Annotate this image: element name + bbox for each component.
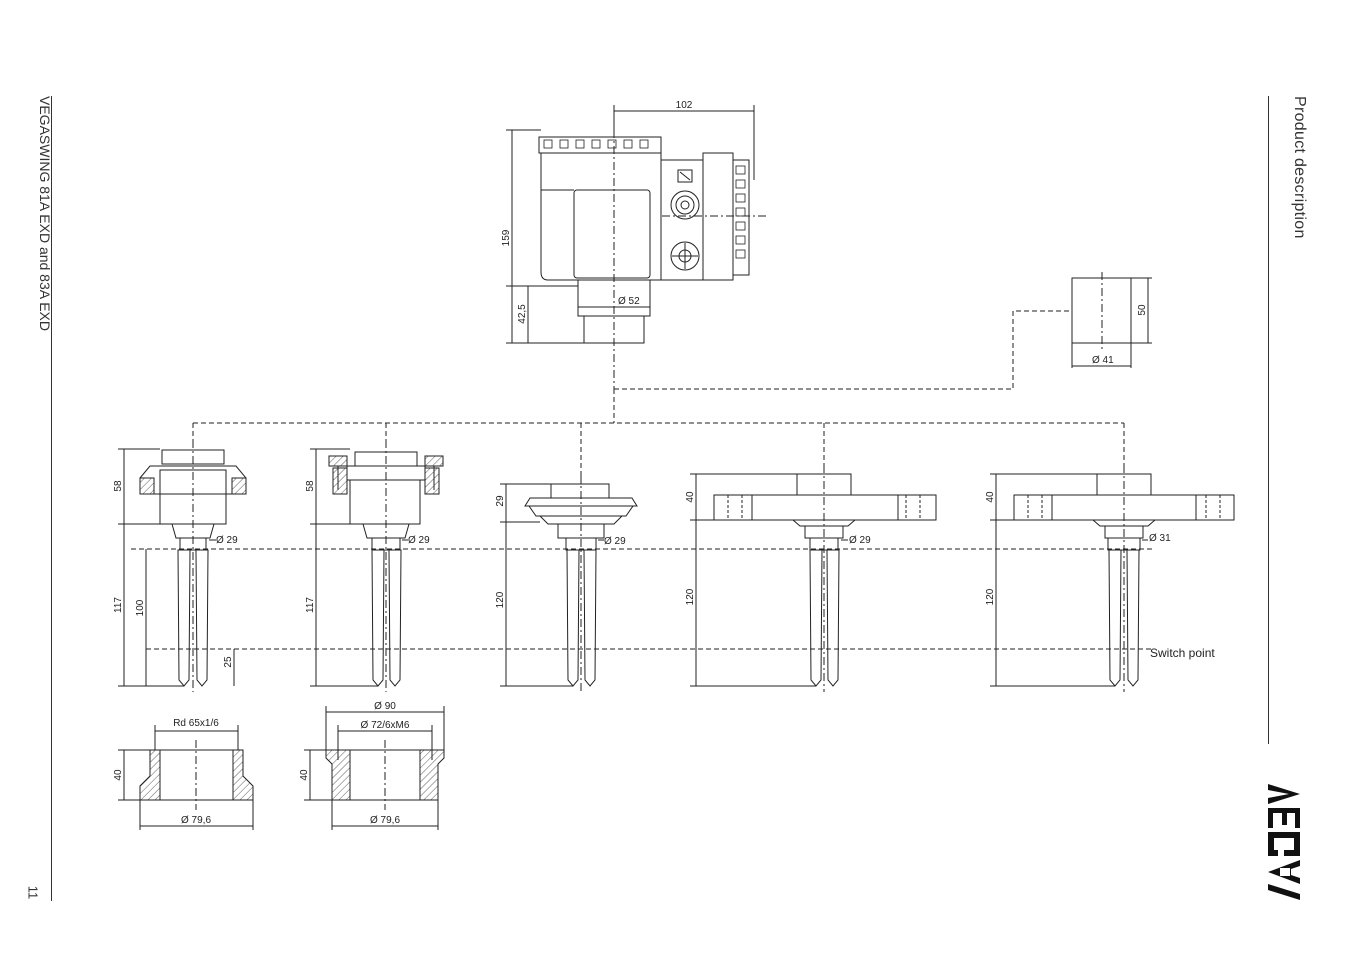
adapter-1-height: 40 xyxy=(113,769,124,781)
connection-lines xyxy=(131,389,1152,650)
neck-height-label: 42,5 xyxy=(517,304,528,324)
adapter-2-bottom-label: Ø 79,6 xyxy=(370,815,400,826)
version-5-diameter: Ø 31 xyxy=(1149,533,1171,544)
version-1-diameter: Ø 29 xyxy=(216,535,238,546)
version-1-height: 58 xyxy=(113,480,124,492)
housing-height-label: 159 xyxy=(501,229,512,246)
housing-width-label: 102 xyxy=(676,100,693,111)
version-5-length: 120 xyxy=(985,588,996,605)
extension-height-label: 50 xyxy=(1137,304,1148,316)
vega-logo xyxy=(1268,784,1300,900)
adapter-2-top-label: Ø 72/6xM6 xyxy=(361,720,410,731)
version-4-drawing xyxy=(690,465,937,692)
adapter-1-top-label: Rd 65x1/6 xyxy=(173,718,219,729)
version-2-drawing xyxy=(310,440,444,692)
left-rule xyxy=(51,96,52,901)
version-3-height: 29 xyxy=(495,495,506,507)
housing-drawing xyxy=(506,105,766,390)
version-2-length: 117 xyxy=(305,597,316,613)
version-2-height: 58 xyxy=(305,480,316,492)
version-3-drawing xyxy=(500,475,638,692)
version-1-length: 117 xyxy=(113,597,124,613)
version-5-height: 40 xyxy=(985,491,996,503)
adapter-2-outer-label: Ø 90 xyxy=(374,701,396,712)
version-2-diameter: Ø 29 xyxy=(408,535,430,546)
version-1-drawing xyxy=(118,440,247,692)
version-4-length: 120 xyxy=(685,588,696,605)
right-rule xyxy=(1268,96,1269,744)
extension-drawing xyxy=(614,272,1152,390)
adapter-1-drawing xyxy=(118,725,254,830)
version-1-sub-length: 100 xyxy=(135,599,146,616)
version-3-length: 120 xyxy=(495,591,506,608)
adapter-2-height: 40 xyxy=(299,769,310,781)
adapter-1-bottom-label: Ø 79,6 xyxy=(181,815,211,826)
switch-point-label: Switch point xyxy=(1150,646,1215,660)
version-1-tip: 25 xyxy=(223,656,234,668)
version-4-diameter: Ø 29 xyxy=(849,535,871,546)
version-3-diameter: Ø 29 xyxy=(604,536,626,547)
version-5-drawing xyxy=(990,465,1235,692)
version-4-height: 40 xyxy=(685,491,696,503)
extension-diameter-label: Ø 41 xyxy=(1092,355,1114,366)
adapter-2-drawing xyxy=(304,706,445,830)
neck-diameter-label: Ø 52 xyxy=(618,296,640,307)
